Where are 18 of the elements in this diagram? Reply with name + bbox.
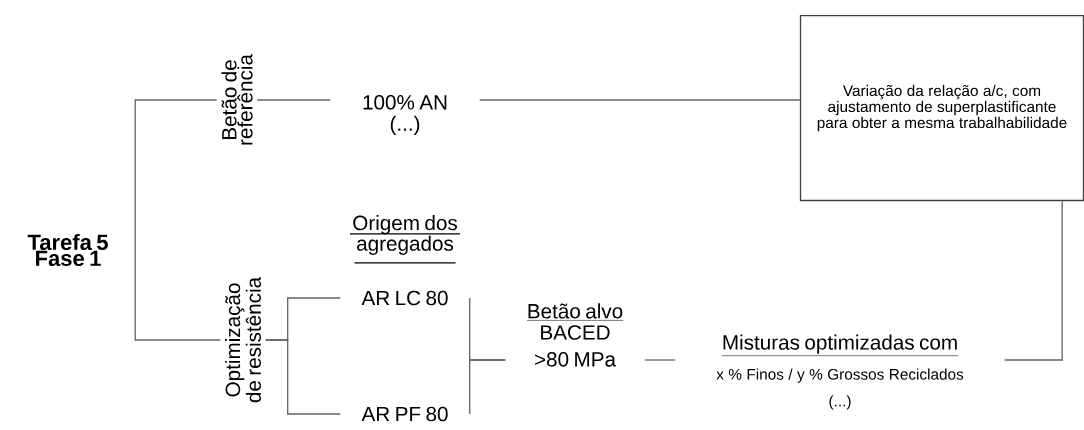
connector-line [256,99,331,101]
note-box: Variação da relação a/c, com ajustamento de superplastificante para obter a mesma trabalhabilidade [799,14,1084,202]
connector-line [1004,200,1063,361]
text-label: AR PF 80 [361,406,448,422]
connector-line [134,249,221,341]
connector-line [265,339,341,415]
connector-line [134,99,218,251]
text-label: AR LC 80 [361,290,448,306]
rotated-label: Optimização de resistência [225,276,261,403]
rotated-label: Betão de referência [221,54,253,145]
underlined-heading: Origem dos agregados [349,215,461,264]
task-label: Tarefa 5 Fase 1 [27,233,108,267]
text-block: Betão alvo BACED >80 MPa [526,303,624,367]
connector-line [469,359,506,415]
text-block: Misturas optimizadas com x % Finos / y % Grossos Reciclados (...) [716,334,964,410]
connector-line [644,359,676,361]
text-label: 100% AN (...) [363,95,447,136]
connector-line [479,99,801,101]
